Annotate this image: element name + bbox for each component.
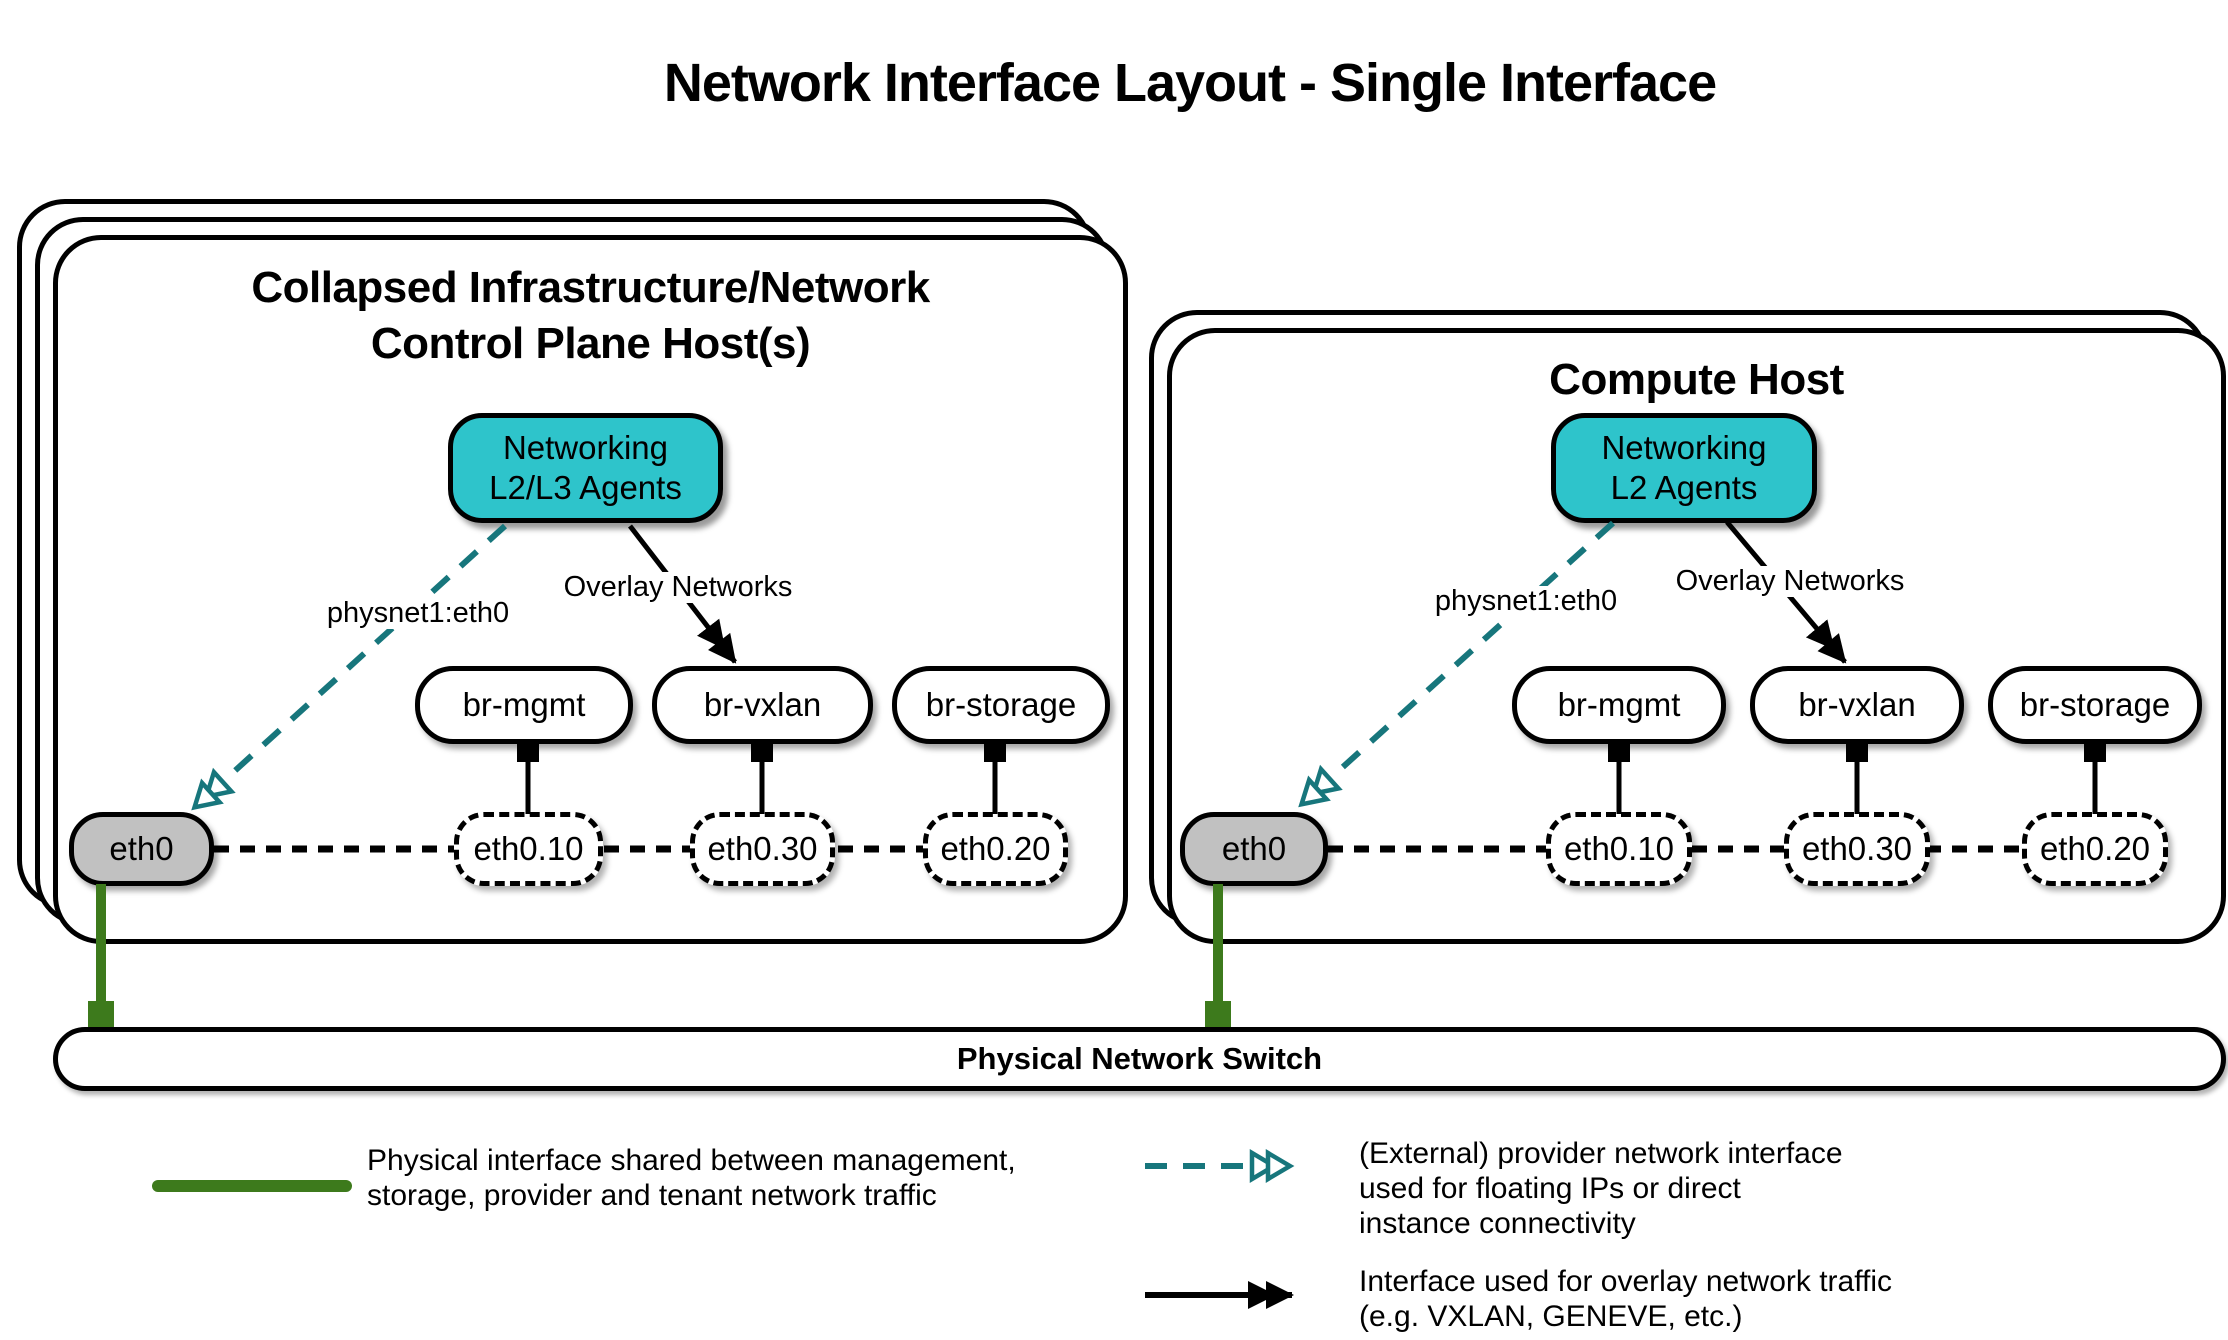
vlan-node-eth0-30: eth0.30 bbox=[690, 812, 835, 886]
compute-host-title: Compute Host bbox=[1167, 352, 2226, 408]
legend-physical-line1: Physical interface shared between manage… bbox=[367, 1144, 1016, 1177]
legend-physical-line2: storage, provider and tenant network tra… bbox=[367, 1179, 937, 1212]
provider-arrow-label-compute: physnet1:eth0 bbox=[1429, 586, 1623, 617]
vlan-node-eth0-10: eth0.10 bbox=[454, 812, 603, 886]
overlay-arrow-label-compute: Overlay Networks bbox=[1670, 566, 1910, 597]
control-plane-host-title-line1: Collapsed Infrastructure/Network bbox=[251, 263, 930, 312]
bridge-node-br-mgmt: br-mgmt bbox=[1512, 666, 1726, 744]
provider-arrow-label-control-plane: physnet1:eth0 bbox=[321, 598, 515, 629]
legend-overlay-text: Interface used for overlay network traff… bbox=[1359, 1264, 1892, 1334]
vlan-node-eth0-20: eth0.20 bbox=[923, 812, 1068, 886]
compute-host-title-line1: Compute Host bbox=[1549, 355, 1844, 404]
control-plane-host-title: Collapsed Infrastructure/Network Control… bbox=[53, 260, 1128, 372]
switch-label: Physical Network Switch bbox=[956, 1041, 1323, 1076]
eth0-node-compute: eth0 bbox=[1180, 812, 1328, 886]
bridge-node-br-vxlan: br-vxlan bbox=[1750, 666, 1964, 744]
legend-overlay-line1: Interface used for overlay network traff… bbox=[1359, 1265, 1893, 1298]
physical-network-switch-bar: Physical Network Switch bbox=[53, 1027, 2226, 1091]
bridge-node-br-vxlan: br-vxlan bbox=[652, 666, 873, 744]
legend-physical-text: Physical interface shared between manage… bbox=[367, 1143, 1016, 1213]
overlay-arrow-label-control-plane: Overlay Networks bbox=[558, 572, 798, 603]
legend-provider-line1: (External) provider network interface bbox=[1359, 1137, 1843, 1170]
eth0-node-control-plane: eth0 bbox=[69, 812, 214, 886]
legend-provider-text: (External) provider network interface us… bbox=[1359, 1136, 1843, 1241]
agent-label-line2: L2/L3 Agents bbox=[489, 469, 682, 506]
legend-provider-line2: used for floating IPs or direct bbox=[1359, 1172, 1741, 1205]
vlan-node-eth0-30: eth0.30 bbox=[1784, 812, 1930, 886]
control-plane-host-title-line2: Control Plane Host(s) bbox=[370, 319, 811, 368]
agent-label-line2: L2 Agents bbox=[1610, 469, 1758, 506]
bridge-node-br-storage: br-storage bbox=[1988, 666, 2202, 744]
bridge-node-br-storage: br-storage bbox=[892, 666, 1110, 744]
page-title: Network Interface Layout - Single Interf… bbox=[663, 53, 1717, 113]
networking-agents-box-control-plane: Networking L2/L3 Agents bbox=[448, 413, 723, 523]
bridge-node-br-mgmt: br-mgmt bbox=[415, 666, 633, 744]
agent-label-line1: Networking bbox=[1601, 429, 1767, 466]
agent-label-line1: Networking bbox=[502, 429, 669, 466]
vlan-node-eth0-10: eth0.10 bbox=[1546, 812, 1692, 886]
vlan-node-eth0-20: eth0.20 bbox=[2022, 812, 2168, 886]
networking-agents-box-compute: Networking L2 Agents bbox=[1551, 413, 1817, 523]
legend-provider-line3: instance connectivity bbox=[1359, 1207, 1636, 1240]
legend-overlay-line2: (e.g. VXLAN, GENEVE, etc.) bbox=[1359, 1300, 1743, 1333]
